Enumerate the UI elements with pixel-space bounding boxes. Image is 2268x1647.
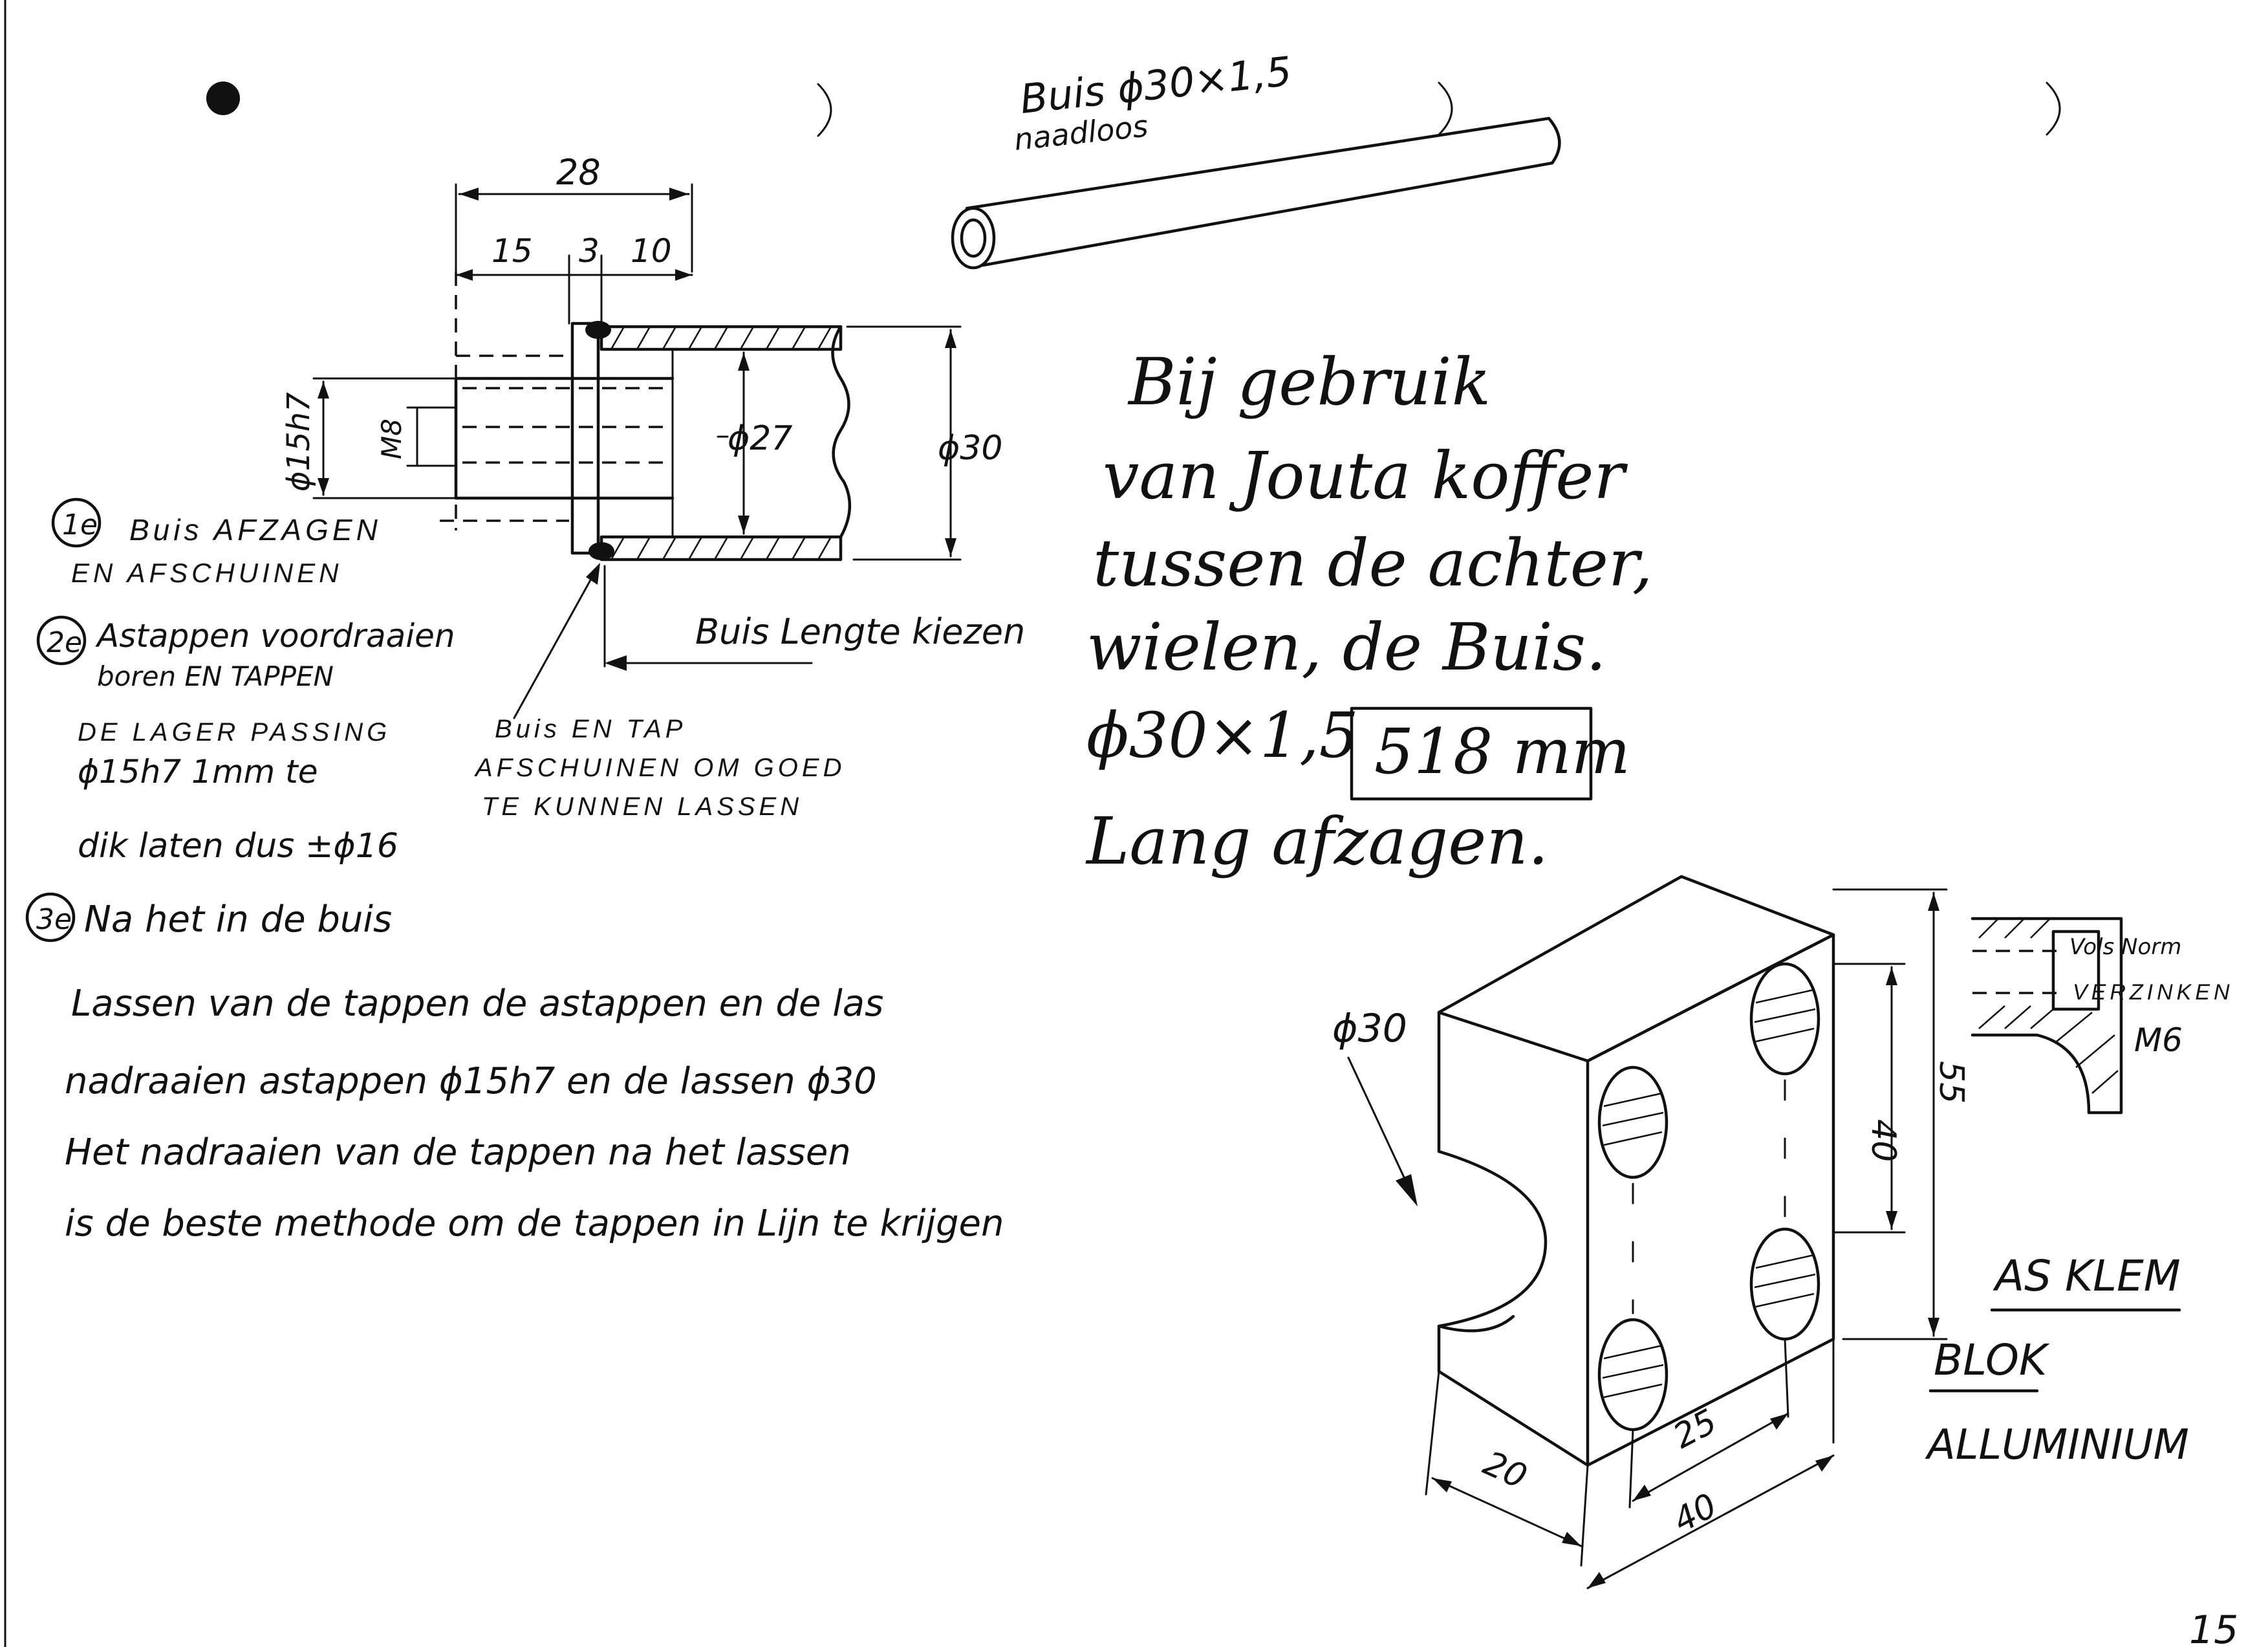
usage-length: 518 mm (1374, 715, 1630, 788)
section-view (312, 183, 962, 719)
block-dim-40-horizontal: 40 (1667, 1486, 1723, 1540)
tube-label-line1: Buis ϕ30×1,5 (1018, 47, 1294, 123)
step3-line3: nadraaien astappen ϕ15h7 en de lassen ϕ3… (65, 1060, 877, 1102)
usage-line4: wielen, de Buis. (1086, 609, 1606, 685)
dim-15: 15 (491, 232, 533, 270)
length-note: Buis Lengte kiezen (695, 611, 1025, 652)
block-dim-40-vertical: 40 (1864, 1119, 1903, 1162)
step1-line2: EN AFSCHUINEN (71, 558, 342, 588)
dim-phi30: ϕ30 (938, 429, 1002, 468)
block-title-1: AS KLEM (1993, 1251, 2181, 1301)
dim-28: 28 (556, 152, 601, 193)
step3-line4: Het nadraaien van de tappen na het lasse… (65, 1131, 851, 1173)
usage-line3: tussen de achter, (1093, 525, 1653, 601)
block-dim-55: 55 (1932, 1061, 1971, 1104)
step2-line3: DE LAGER PASSING (78, 718, 391, 747)
step3-number: 3e (36, 903, 72, 936)
step1-line1: Buis AFZAGEN (129, 513, 382, 547)
block-dim-20: 20 (1478, 1444, 1533, 1497)
punch-hole (206, 82, 240, 115)
clamp-block (1347, 875, 1948, 1589)
dim-10: 10 (631, 232, 672, 270)
usage-line2: van Jouta koffer (1103, 438, 1628, 514)
section-note-3: M6 (2134, 1021, 2183, 1059)
dim-3: 3 (579, 232, 599, 270)
step2-line2: boren EN TAPPEN (97, 660, 334, 692)
dim-phi15h7: ϕ15h7 (281, 392, 317, 492)
usage-line1: Bij gebruik (1127, 344, 1491, 420)
tube-sketch (951, 116, 1561, 270)
block-title-2: BLOK (1934, 1335, 2050, 1385)
section-note-1: Vols Norm (2069, 934, 2181, 960)
dim-phi27: ϕ27 (728, 419, 792, 458)
usage-cut: Lang afzagen. (1085, 803, 1549, 879)
page-number: 15 (2189, 1608, 2238, 1647)
step1-circle (51, 497, 102, 548)
block-section-detail (1971, 917, 2123, 1115)
step3-line2: Lassen van de tappen de astappen en de l… (71, 983, 883, 1025)
step2-line1: Astappen voordraaien (95, 617, 455, 655)
weld-note-3: TE KUNNEN LASSEN (482, 792, 803, 821)
dim-m8: M8 (376, 419, 407, 459)
block-title-3: ALLUMINIUM (1925, 1421, 2189, 1469)
block-dim-25: 25 (1667, 1402, 1723, 1456)
step3-circle (25, 892, 76, 943)
step1-number: 1e (62, 508, 98, 541)
block-dim-phi30: ϕ30 (1332, 1006, 1407, 1051)
weld-note-1: Buis EN TAP (495, 715, 686, 743)
usage-length-box (1350, 706, 1593, 801)
punch-mark-3 (2046, 82, 2061, 136)
punch-mark-1 (817, 83, 832, 137)
step2-circle (36, 615, 87, 666)
step2-line5: dik laten dus ±ϕ16 (78, 827, 398, 866)
step2-line4: ϕ15h7 1mm te (78, 753, 318, 791)
weld-note-2: AFSCHUINEN OM GOED (474, 754, 845, 782)
usage-size: ϕ30×1,5 (1086, 699, 1359, 772)
punch-mark-2 (1438, 82, 1453, 136)
section-note-2: VERZINKEN (2073, 980, 2234, 1005)
step2-number: 2e (47, 626, 82, 659)
step3-line5: is de beste methode om de tappen in Lijn… (65, 1203, 1004, 1245)
step3-line1: Na het in de buis (84, 899, 392, 941)
